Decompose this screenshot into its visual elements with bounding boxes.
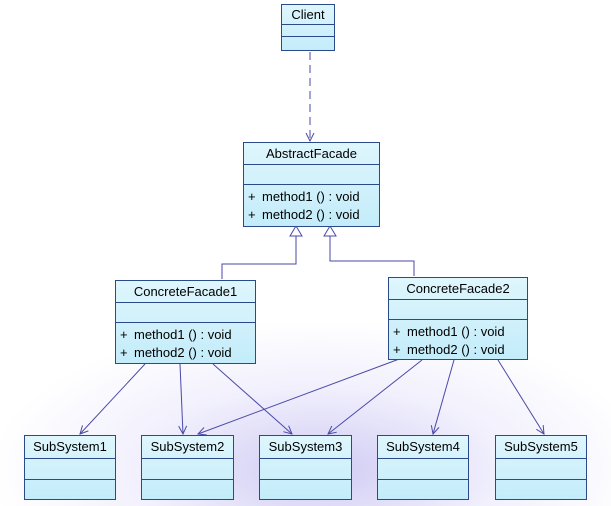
operations-compartment: +method1 () : void +method2 () : void [389,320,527,361]
class-name: SubSystem5 [496,436,586,459]
operation: +method1 () : void [248,189,360,204]
class-concretefacade1[interactable]: ConcreteFacade1 +method1 () : void +meth… [115,280,256,364]
assoc-cf1-subsystem3 [212,363,292,434]
operation: +method2 () : void [248,207,360,222]
class-name: SubSystem3 [260,436,351,459]
generalization-concretefacade2 [329,236,415,276]
operation: +method1 () : void [393,324,505,339]
class-subsystem1[interactable]: SubSystem1 [24,435,116,500]
operation: +method2 () : void [393,342,505,357]
assoc-cf1-subsystem1 [80,363,146,434]
class-abstractfacade[interactable]: AbstractFacade +method1 () : void +metho… [243,142,380,227]
class-subsystem5[interactable]: SubSystem5 [495,435,587,500]
attributes-compartment [389,300,527,320]
assoc-cf2-subsystem4 [433,359,455,434]
operations-compartment [282,37,334,50]
attributes-compartment [378,459,468,480]
operations-compartment [260,480,351,499]
class-name: ConcreteFacade1 [116,281,255,303]
operation: +method1 () : void [120,327,232,342]
class-name: SubSystem4 [378,436,468,459]
operation: +method2 () : void [120,345,232,360]
operations-compartment [142,480,233,499]
attributes-compartment [260,459,351,480]
class-name: Client [282,5,334,25]
class-name: SubSystem2 [142,436,233,459]
operations-compartment [25,480,115,499]
assoc-cf2-subsystem5 [497,359,544,434]
generalization-concretefacade1 [221,228,297,279]
generalization-arrowhead-2 [323,225,337,237]
assoc-cf2-subsystem2 [198,357,403,434]
operations-compartment [378,480,468,499]
class-name: SubSystem1 [25,436,115,459]
class-subsystem2[interactable]: SubSystem2 [141,435,234,500]
attributes-compartment [496,459,586,480]
operations-compartment [496,480,586,499]
class-concretefacade2[interactable]: ConcreteFacade2 +method1 () : void +meth… [388,277,528,360]
generalization-arrowhead-1 [289,225,303,237]
assoc-cf2-subsystem3 [328,359,423,434]
operations-compartment: +method1 () : void +method2 () : void [116,323,255,364]
class-name: AbstractFacade [244,143,379,165]
class-client[interactable]: Client [281,4,335,51]
assoc-cf1-subsystem2 [180,363,183,434]
class-name: ConcreteFacade2 [389,278,527,300]
attributes-compartment [244,165,379,185]
attributes-compartment [142,459,233,480]
attributes-compartment [116,303,255,323]
class-subsystem3[interactable]: SubSystem3 [259,435,352,500]
class-subsystem4[interactable]: SubSystem4 [377,435,469,500]
operations-compartment: +method1 () : void +method2 () : void [244,185,379,226]
attributes-compartment [25,459,115,480]
attributes-compartment [282,25,334,37]
